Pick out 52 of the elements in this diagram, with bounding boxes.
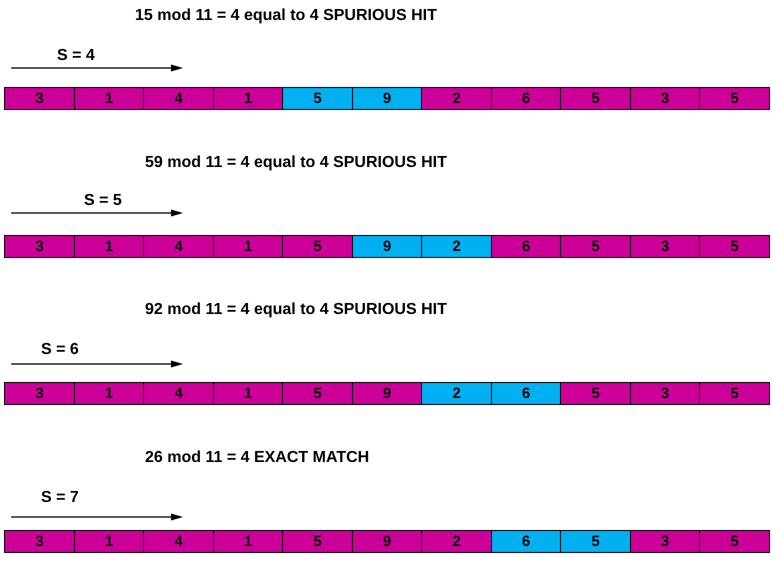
- array-cell: 5: [282, 530, 353, 553]
- array-cell: 5: [560, 382, 631, 405]
- array-cell: 3: [630, 530, 700, 553]
- array-cell: 1: [74, 235, 144, 258]
- array-cell: 6: [491, 87, 561, 110]
- array-cell: 9: [352, 235, 422, 258]
- array-cell: 3: [630, 382, 700, 405]
- array-cell: 2: [421, 87, 492, 110]
- array-cell: 4: [143, 530, 214, 553]
- array-cell: 3: [4, 530, 75, 553]
- highlight-window: [491, 530, 631, 553]
- result-text: 92 mod 11 = 4 equal to 4 SPURIOUS HIT: [145, 301, 447, 319]
- array-cell: 3: [630, 87, 700, 110]
- array-cell: 3: [4, 87, 75, 110]
- array-cell: 3: [4, 382, 75, 405]
- result-text: 59 mod 11 = 4 equal to 4 SPURIOUS HIT: [145, 154, 447, 172]
- array-cell: 5: [282, 382, 353, 405]
- array-cell: 6: [491, 530, 561, 553]
- array-cell: 5: [699, 530, 770, 553]
- array-cell: 5: [699, 87, 770, 110]
- highlight-window: [282, 87, 422, 110]
- array-cell: 3: [4, 235, 75, 258]
- result-text: 26 mod 11 = 4 EXACT MATCH: [145, 449, 370, 467]
- array-cell: 4: [143, 235, 214, 258]
- array-cell: 1: [213, 235, 283, 258]
- array-cell: 2: [421, 530, 492, 553]
- shift-label: S = 7: [41, 489, 79, 506]
- array-cell: 1: [213, 87, 283, 110]
- array-cell: 9: [352, 382, 422, 405]
- array-cell: 5: [560, 87, 631, 110]
- array-cell: 1: [213, 530, 283, 553]
- array-cell: 1: [74, 530, 144, 553]
- array-cell: 4: [143, 382, 214, 405]
- array-cell: 1: [74, 382, 144, 405]
- array-cell: 2: [421, 382, 492, 405]
- shift-label: S = 5: [84, 192, 122, 209]
- highlight-window: [421, 382, 561, 405]
- array-cell: 6: [491, 235, 561, 258]
- array-cell: 9: [352, 530, 422, 553]
- result-text: 15 mod 11 = 4 equal to 4 SPURIOUS HIT: [135, 7, 437, 25]
- array-cell: 5: [699, 382, 770, 405]
- array-cell: 5: [282, 235, 353, 258]
- shift-label: S = 6: [41, 341, 79, 358]
- array-cell: 3: [630, 235, 700, 258]
- array-cell: 5: [560, 235, 631, 258]
- array-cell: 1: [74, 87, 144, 110]
- array-cell: 5: [699, 235, 770, 258]
- array-cell: 1: [213, 382, 283, 405]
- highlight-window: [352, 235, 492, 258]
- array-cell: 4: [143, 87, 214, 110]
- shift-label: S = 4: [57, 47, 95, 64]
- array-cell: 5: [282, 87, 353, 110]
